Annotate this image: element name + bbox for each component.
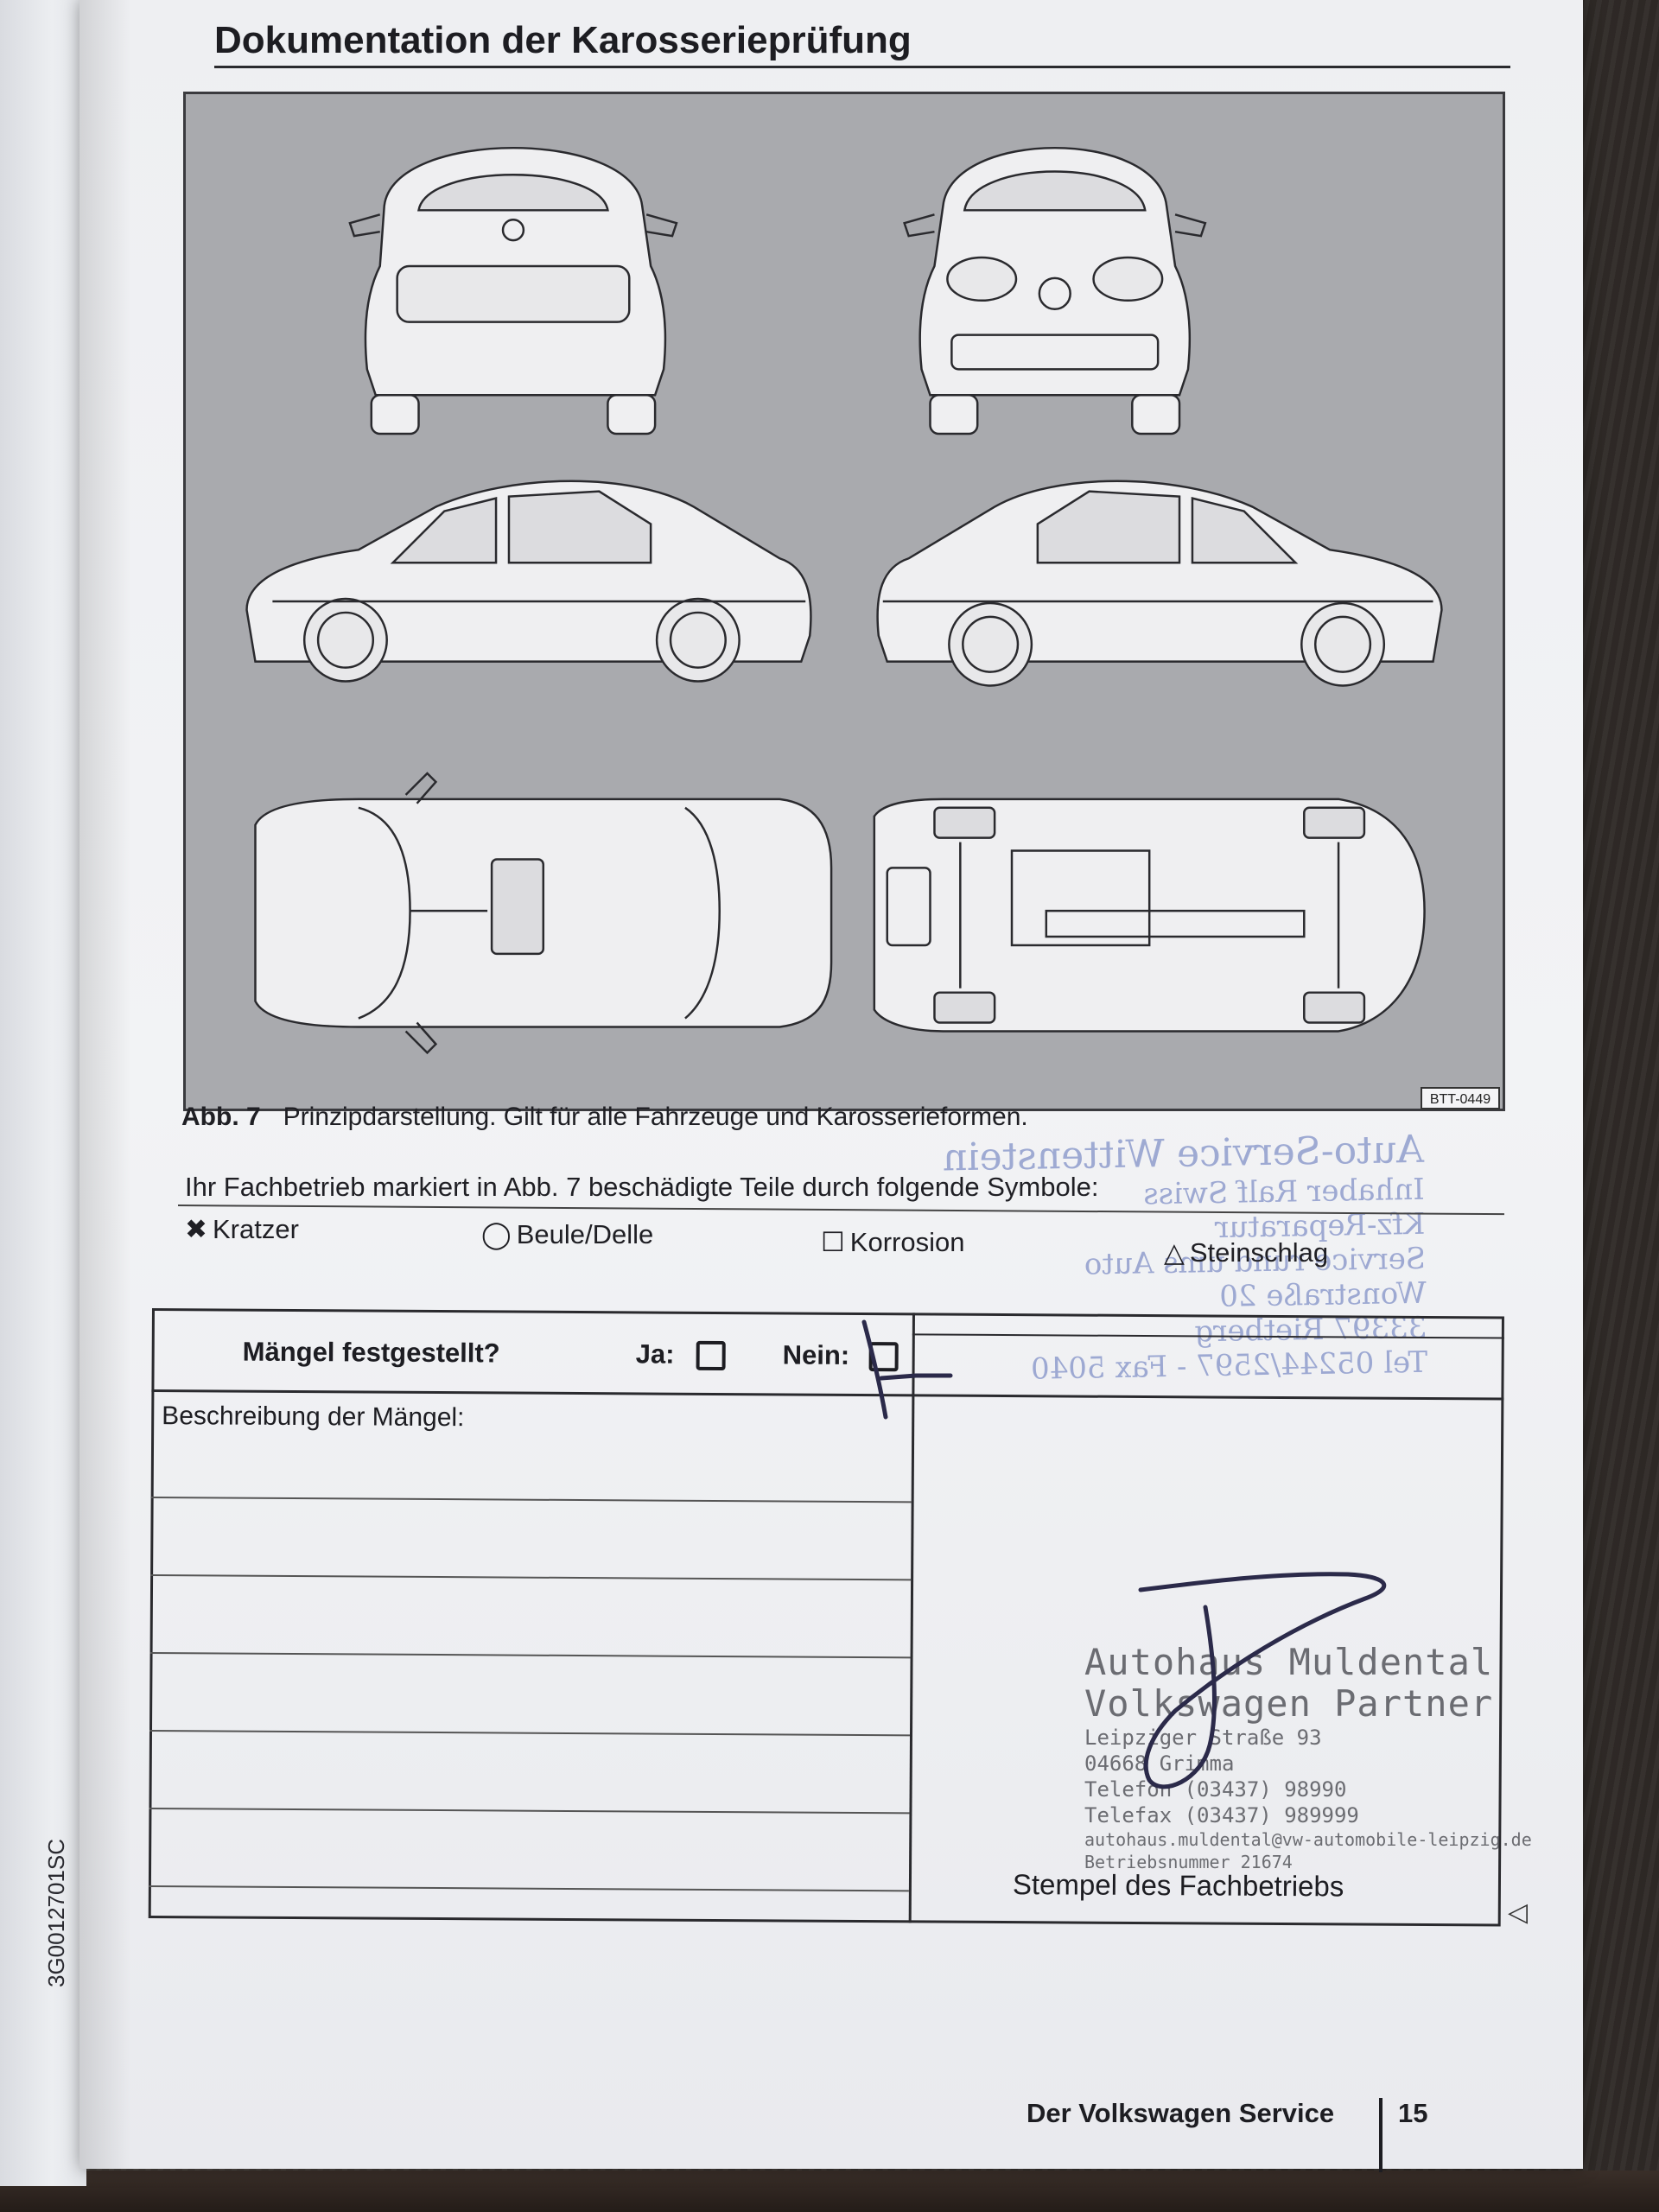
no-checkbox[interactable] [868, 1342, 899, 1372]
symbol-label: Beule/Delle [516, 1219, 654, 1249]
symbol-label: Kratzer [212, 1214, 299, 1244]
footer-divider [1379, 2098, 1382, 2172]
symbol-label: Korrosion [849, 1227, 965, 1257]
car-diagram-figure [183, 92, 1505, 1111]
figure-caption: Abb. 7 Prinzipdarstellung. Gilt für alle … [181, 1103, 1028, 1132]
car-diagrams-svg [245, 146, 1443, 1055]
rear-view-car [348, 146, 678, 435]
top-view-car [254, 772, 833, 1055]
dealer-city: 04668 Grimma [1084, 1751, 1235, 1776]
triangle-marker-icon: ◁ [1508, 1898, 1529, 1927]
title-rule [214, 66, 1510, 68]
circle-icon: ◯ [481, 1219, 512, 1249]
side-view-car-right [876, 480, 1443, 687]
triangle-icon: △ [1164, 1237, 1185, 1268]
yes-checkbox[interactable] [696, 1340, 726, 1371]
previous-page-edge [0, 0, 86, 2186]
symbol-corrosion: ☐Korrosion [821, 1227, 964, 1258]
footer-title: Der Volkswagen Service [1027, 2098, 1335, 2128]
description-label: Beschreibung der Mängel: [162, 1402, 465, 1433]
dealer-stamp: Autohaus Muldental Volkswagen Partner Le… [1084, 1642, 1532, 1873]
desk-edge [0, 2171, 1659, 2212]
page-number: 15 [1398, 2098, 1428, 2128]
dealer-email: autohaus.muldental@vw-automobile-leipzig… [1084, 1829, 1532, 1850]
dealer-fax: Telefax (03437) 989999 [1084, 1803, 1359, 1827]
spine-shadow [79, 0, 131, 2169]
symbol-label: Steinschlag [1189, 1237, 1329, 1268]
figure-code: BTT-0449 [1421, 1087, 1500, 1109]
defects-question: Mängel festgestellt? [242, 1336, 500, 1369]
cross-icon: ✖ [185, 1214, 207, 1244]
symbol-dent: ◯Beule/Delle [481, 1219, 653, 1250]
caption-text: Prinzipdarstellung. Gilt für alle Fahrze… [283, 1103, 1028, 1131]
dealer-address: Leipziger Straße 93 [1084, 1726, 1322, 1750]
square-icon: ☐ [821, 1227, 845, 1257]
symbol-scratch: ✖Kratzer [185, 1214, 299, 1245]
symbol-stone-chip: △Steinschlag [1164, 1237, 1328, 1268]
stamp-label: Stempel des Fachbetriebs [1012, 1868, 1344, 1903]
dealer-number: Betriebsnummer 21674 [1084, 1852, 1293, 1872]
underbody-view-car [873, 798, 1426, 1033]
dealer-partner: Volkswagen Partner [1084, 1682, 1494, 1725]
dealer-phone: Telefon (03437) 98990 [1084, 1777, 1347, 1802]
instruction-text: Ihr Fachbetrieb markiert in Abb. 7 besch… [185, 1172, 1099, 1202]
side-view-car-left [245, 480, 812, 683]
caption-number: Abb. 7 [181, 1103, 261, 1131]
page-title: Dokumentation der Karosserieprüfung [214, 19, 912, 61]
side-document-code: 3G0012701SC [43, 1838, 69, 1987]
no-label: Nein: [782, 1339, 850, 1370]
yes-label: Ja: [635, 1338, 675, 1370]
front-view-car [903, 147, 1207, 435]
dealer-name: Autohaus Muldental [1084, 1641, 1494, 1683]
